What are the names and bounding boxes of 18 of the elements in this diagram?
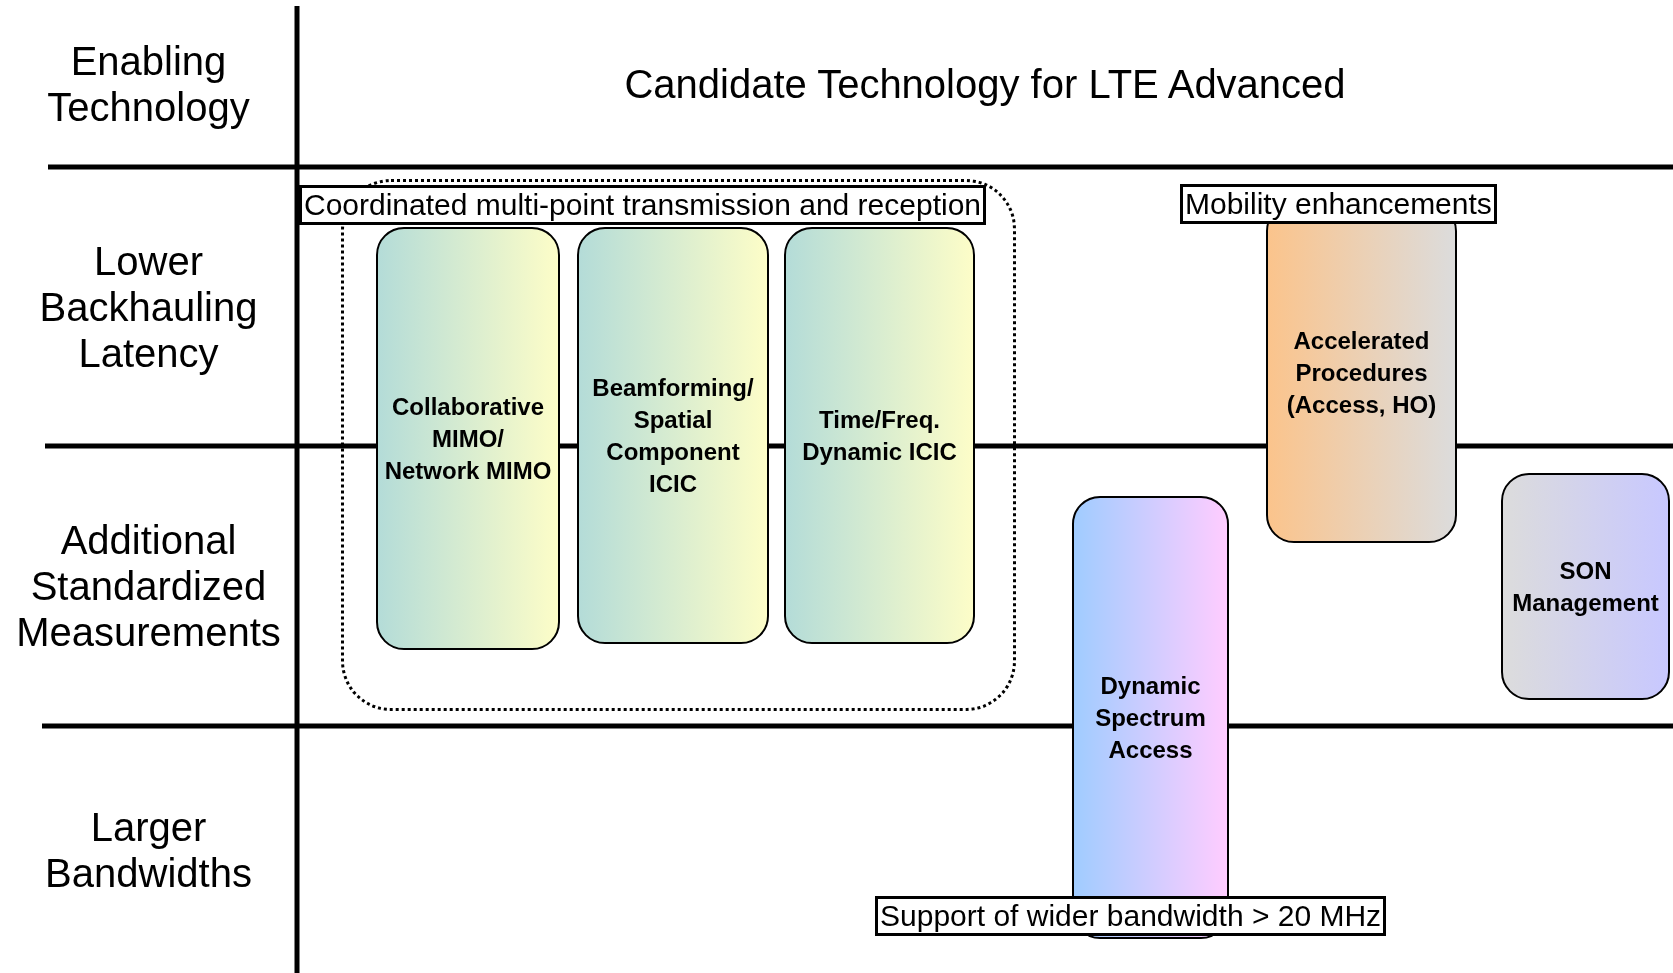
technology-box xyxy=(376,227,560,650)
row-header: Additional Standardized Measurements xyxy=(15,517,282,655)
technology-label: Collaborative MIMO/ Network MIMO xyxy=(383,391,553,486)
column-header: Candidate Technology for LTE Advanced xyxy=(624,60,1346,107)
technology-label: SON Management xyxy=(1511,555,1660,618)
row-header: Larger Bandwidths xyxy=(44,803,253,896)
row-header: Enabling Technology xyxy=(46,37,251,130)
heading-label: Coordinated multi-point transmission and reception xyxy=(299,185,987,225)
heading-label: Mobility enhancements xyxy=(1180,184,1497,224)
technology-box xyxy=(577,227,769,644)
technology-box xyxy=(1501,473,1670,700)
technology-label: Time/Freq. Dynamic ICIC xyxy=(801,404,958,467)
technology-label: Accelerated Procedures (Access, HO) xyxy=(1285,326,1438,420)
row-header: Lower Backhauling Latency xyxy=(38,237,259,376)
technology-label: Beamforming/ Spatial Component ICIC xyxy=(591,372,755,499)
technology-label: Dynamic Spectrum Access xyxy=(1094,670,1207,765)
heading-label: Support of wider bandwidth > 20 MHz xyxy=(875,896,1387,936)
technology-box xyxy=(784,227,975,644)
